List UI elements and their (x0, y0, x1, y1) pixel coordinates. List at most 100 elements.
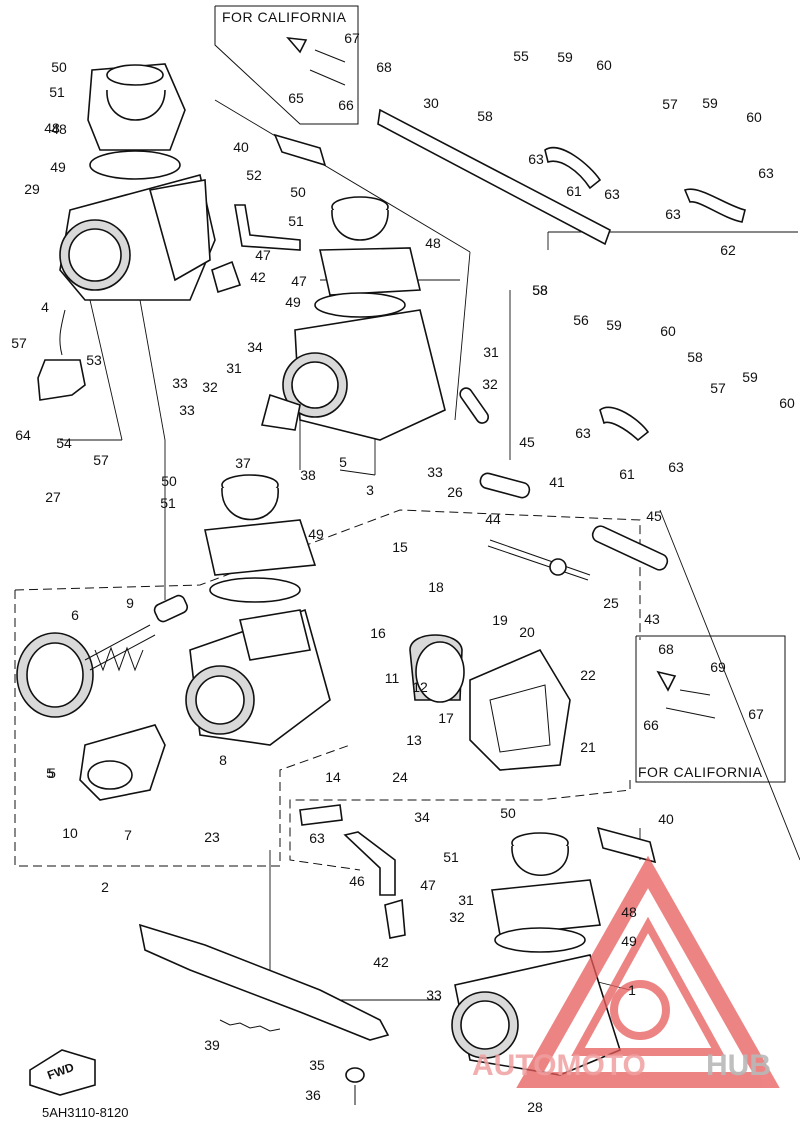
callout-7: 7 (124, 827, 132, 843)
callout-62: 62 (720, 242, 736, 258)
figure-code: 5AH3110-8120 (42, 1105, 129, 1120)
callout-63: 63 (528, 151, 544, 167)
callout-40: 40 (658, 811, 674, 827)
callout-27: 27 (45, 489, 61, 505)
callout-51: 51 (160, 495, 176, 511)
callout-12: 12 (412, 679, 428, 695)
callout-60: 60 (660, 323, 676, 339)
watermark-triangle-outer (516, 855, 780, 1088)
callout-47: 47 (420, 877, 436, 893)
callout-8: 8 (219, 752, 227, 768)
callout-60: 60 (779, 395, 795, 411)
callout-58: 58 (477, 108, 493, 124)
callout-63: 63 (309, 830, 325, 846)
callout-25: 25 (603, 595, 619, 611)
callout-57: 57 (11, 335, 27, 351)
callout-58: 58 (532, 282, 548, 298)
callout-51: 51 (443, 849, 459, 865)
callout-33: 33 (179, 402, 195, 418)
callout-14: 14 (325, 769, 341, 785)
callout-60: 60 (596, 57, 612, 73)
callout-54: 54 (56, 435, 72, 451)
callout-32: 32 (482, 376, 498, 392)
callout-4: 4 (41, 299, 49, 315)
callout-49: 49 (308, 526, 324, 542)
callout-59: 59 (702, 95, 718, 111)
callout-59: 59 (742, 369, 758, 385)
callout-67: 67 (748, 706, 764, 722)
watermark (516, 855, 780, 1088)
callout-47: 47 (291, 273, 307, 289)
callout-20: 20 (519, 624, 535, 640)
callout-68: 68 (376, 59, 392, 75)
watermark-ring (610, 980, 670, 1040)
callout-40: 40 (233, 139, 249, 155)
callout-52: 52 (246, 167, 262, 183)
callout-49: 49 (50, 159, 66, 175)
callout-43: 43 (644, 611, 660, 627)
callout-11: 11 (385, 670, 400, 686)
callout-45: 45 (519, 434, 535, 450)
callout-57: 57 (662, 96, 678, 112)
callout-56: 56 (573, 312, 589, 328)
watermark-triangle-inner (571, 916, 725, 1056)
callout-63: 63 (604, 186, 620, 202)
callout-32: 32 (202, 379, 218, 395)
callout-34: 34 (247, 339, 263, 355)
callout-13: 13 (406, 732, 422, 748)
carburetor-body-center (185, 474, 331, 746)
callout-5: 5 (48, 765, 56, 781)
callout-33: 33 (426, 987, 442, 1003)
callout-45: 45 (646, 508, 662, 524)
callout-24: 24 (392, 769, 408, 785)
callout-30: 30 (423, 95, 439, 111)
callout-29: 29 (24, 181, 40, 197)
callout-65: 65 (288, 90, 304, 106)
callout-46: 46 (349, 873, 365, 889)
callout-16: 16 (370, 625, 386, 641)
callout-1: 1 (628, 982, 636, 998)
callout-9: 9 (126, 595, 134, 611)
callout-5: 5 (46, 765, 54, 781)
callout-6: 6 (71, 607, 79, 623)
callout-31: 31 (226, 360, 242, 376)
callout-64: 64 (15, 427, 31, 443)
callout-44: 44 (485, 511, 501, 527)
callout-5: 5 (339, 454, 347, 470)
callout-48: 48 (51, 121, 67, 137)
callout-18: 18 (428, 579, 444, 595)
callout-17: 17 (438, 710, 454, 726)
callout-26: 26 (447, 484, 463, 500)
callout-66: 66 (643, 717, 659, 733)
callout-59: 59 (606, 317, 622, 333)
callout-10: 10 (62, 825, 78, 841)
california-box-title-right: FOR CALIFORNIA (638, 764, 763, 780)
callout-59: 59 (557, 49, 573, 65)
callout-33: 33 (172, 375, 188, 391)
callout-57: 57 (710, 380, 726, 396)
callout-53: 53 (86, 352, 102, 368)
callout-58: 58 (532, 282, 548, 298)
callout-61: 61 (619, 466, 635, 482)
callout-34: 34 (414, 809, 430, 825)
carburetor-assembly-4 (59, 63, 216, 301)
callout-15: 15 (392, 539, 408, 555)
callout-67: 67 (344, 30, 360, 46)
callout-48: 48 (44, 120, 60, 136)
callout-42: 42 (373, 954, 389, 970)
callout-57: 57 (93, 452, 109, 468)
callout-68: 68 (658, 641, 674, 657)
callout-51: 51 (288, 213, 304, 229)
callout-63: 63 (665, 206, 681, 222)
callout-55: 55 (513, 48, 529, 64)
callout-50: 50 (51, 59, 67, 75)
callout-36: 36 (305, 1087, 321, 1103)
callout-39: 39 (204, 1037, 220, 1053)
callout-60: 60 (746, 109, 762, 125)
callout-2: 2 (101, 879, 109, 895)
callout-49: 49 (285, 294, 301, 310)
detail-parts (16, 36, 746, 1105)
callout-61: 61 (566, 183, 582, 199)
